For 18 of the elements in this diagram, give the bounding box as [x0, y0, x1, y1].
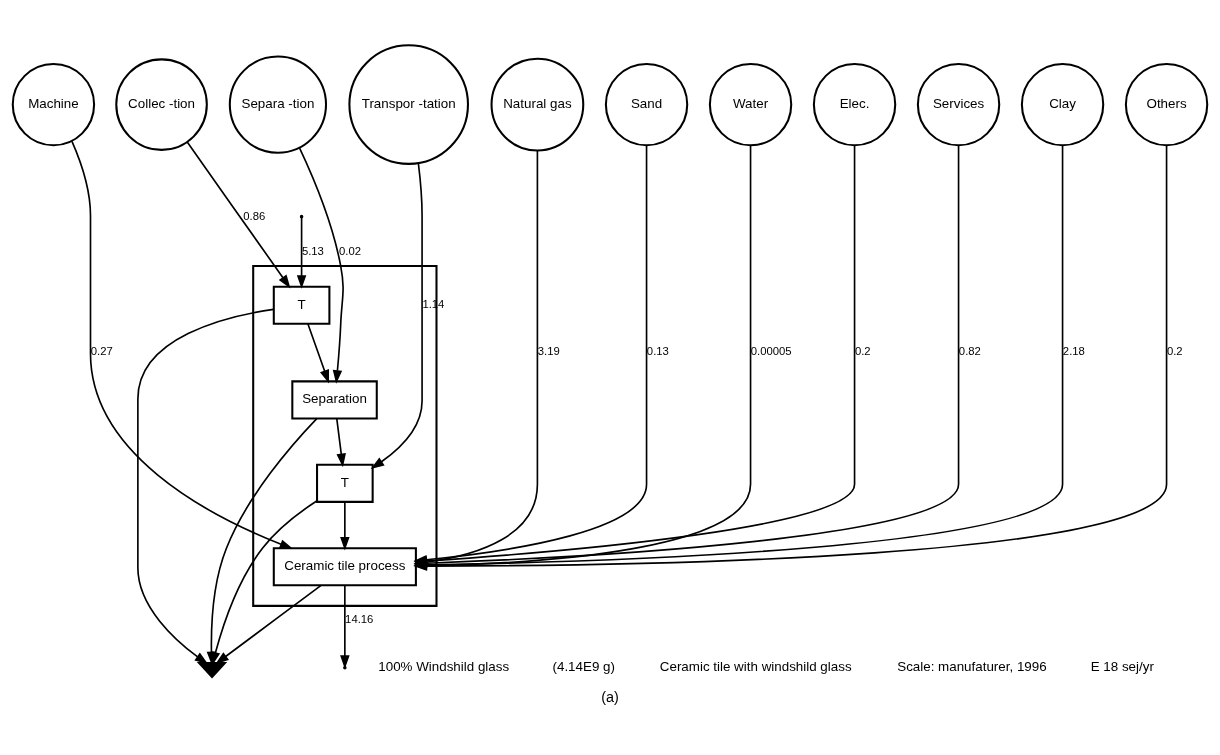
label: Ceramic tile with windshild glass	[659, 659, 852, 675]
edge-label: 5.13	[301, 244, 324, 257]
edge-label: 0.00005	[750, 345, 792, 358]
edge-label: 3.19	[537, 345, 560, 358]
edge-label: 0.02	[338, 244, 362, 257]
label: (4.14E9 g)	[552, 659, 615, 675]
label: Scale: manufaturer, 1996	[897, 659, 1047, 675]
label: E 18 sej/yr	[1090, 659, 1154, 675]
edge-label: 0.13	[646, 345, 669, 358]
caption: (a)	[601, 688, 619, 705]
edge-label: 0.27	[90, 345, 113, 358]
edge-label: 2.18	[1062, 345, 1085, 358]
label: 100% Windshild glass	[378, 659, 510, 675]
edge-label: 14.16	[345, 613, 374, 626]
edge-label: 0.82	[958, 345, 981, 358]
edge-label: 0.86	[243, 209, 266, 222]
edge-label: 0.2	[1166, 345, 1183, 358]
edge-label: 0.2	[854, 345, 871, 358]
